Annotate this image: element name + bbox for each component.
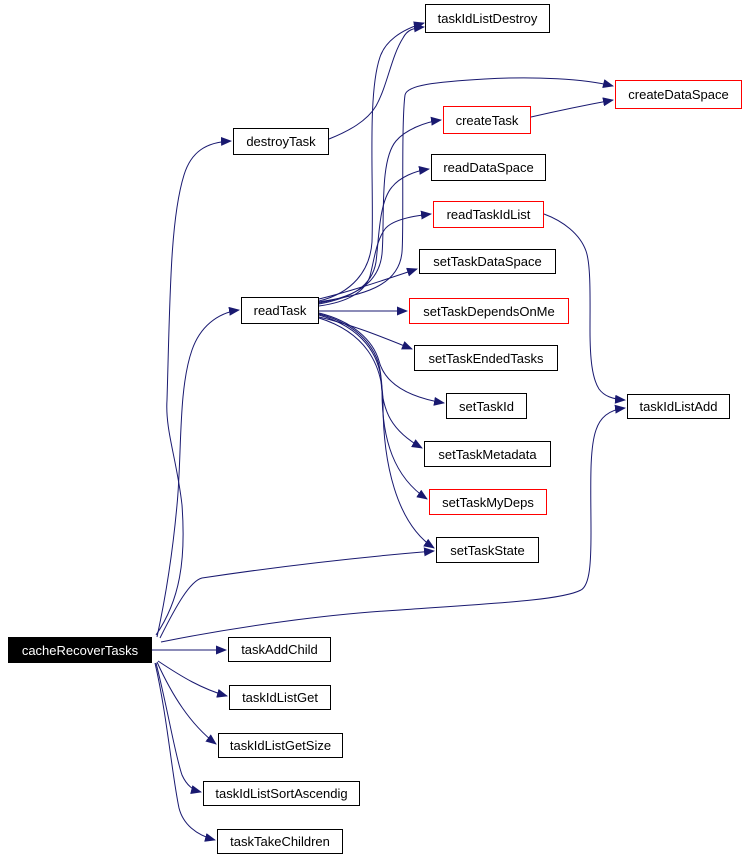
node-taskIdListDestroy[interactable]: taskIdListDestroy <box>425 4 550 33</box>
node-label: readTaskIdList <box>446 207 531 222</box>
node-label: readTask <box>253 303 307 318</box>
edge-cacheRecoverTasks-to-taskIdListGetSize <box>156 661 217 745</box>
node-label: setTaskEndedTasks <box>428 350 544 366</box>
node-label: taskIdListDestroy <box>437 11 538 26</box>
node-label: setTaskState <box>450 542 525 558</box>
edge-cacheRecoverTasks-to-taskIdListAdd <box>160 404 626 643</box>
node-taskAddChild[interactable]: taskAddChild <box>228 637 331 662</box>
node-label: createTask <box>455 112 519 128</box>
node-label: taskIdListSortAscendig <box>215 786 348 801</box>
node-label: setTaskDataSpace <box>433 254 542 269</box>
node-setTaskMyDeps[interactable]: setTaskMyDeps <box>429 489 547 515</box>
node-label: taskTakeChildren <box>230 834 330 849</box>
node-taskIdListSortAscendig[interactable]: taskIdListSortAscendig <box>203 781 360 806</box>
node-label: taskIdListGetSize <box>229 738 332 753</box>
edge-readTaskIdList-to-taskIdListAdd <box>543 213 626 404</box>
node-label: taskAddChild <box>241 642 318 657</box>
node-cacheRecoverTasks: cacheRecoverTasks <box>8 637 152 663</box>
node-createDataSpace[interactable]: createDataSpace <box>615 80 742 109</box>
node-label: taskIdListGet <box>242 690 318 705</box>
node-label: setTaskId <box>459 398 514 414</box>
node-setTaskDataSpace[interactable]: setTaskDataSpace <box>419 249 556 274</box>
node-destroyTask[interactable]: destroyTask <box>233 128 329 155</box>
node-readDataSpace[interactable]: readDataSpace <box>431 154 546 181</box>
edge-readTask-to-createDataSpace <box>318 77 614 303</box>
node-setTaskEndedTasks[interactable]: setTaskEndedTasks <box>414 345 558 371</box>
node-setTaskState[interactable]: setTaskState <box>436 537 539 563</box>
edge-readTask-to-setTaskMyDeps <box>318 314 428 500</box>
edge-readTask-to-setTaskState <box>318 317 435 549</box>
node-setTaskDependsOnMe[interactable]: setTaskDependsOnMe <box>409 298 569 324</box>
node-label: createDataSpace <box>628 87 729 102</box>
node-label: readDataSpace <box>443 160 534 175</box>
node-label: cacheRecoverTasks <box>21 642 139 658</box>
edge-cacheRecoverTasks-to-readTask <box>156 306 240 638</box>
edge-readTask-to-setTaskMetadata <box>318 313 423 449</box>
node-createTask[interactable]: createTask <box>443 106 531 134</box>
node-label: taskIdListAdd <box>639 399 718 414</box>
edge-readTask-to-createTask <box>318 116 442 304</box>
edge-readTask-to-taskIdListDestroy <box>318 21 425 302</box>
edge-readTask-to-setTaskEndedTasks <box>318 316 413 350</box>
node-taskIdListAdd[interactable]: taskIdListAdd <box>627 394 730 419</box>
node-label: setTaskMyDeps <box>442 494 534 510</box>
node-setTaskMetadata[interactable]: setTaskMetadata <box>424 441 551 467</box>
edge-cacheRecoverTasks-to-taskTakeChildren <box>154 662 216 842</box>
edge-readTask-to-setTaskId <box>318 312 445 406</box>
edge-cacheRecoverTasks-to-taskIdListGet <box>157 660 228 698</box>
edge-readTask-to-readDataSpace <box>318 165 430 305</box>
edge-createTask-to-createDataSpace <box>530 97 614 118</box>
edge-cacheRecoverTasks-to-setTaskState <box>159 547 435 639</box>
node-setTaskId[interactable]: setTaskId <box>446 393 527 419</box>
node-readTask[interactable]: readTask <box>241 297 319 324</box>
node-label: setTaskDependsOnMe <box>423 303 555 319</box>
edge-destroyTask-to-taskIdListDestroy <box>328 23 425 140</box>
edge-readTask-to-setTaskDataSpace <box>318 267 418 300</box>
node-readTaskIdList[interactable]: readTaskIdList <box>433 201 544 228</box>
node-label: setTaskMetadata <box>438 446 537 462</box>
node-label: destroyTask <box>246 134 316 149</box>
edge-readTask-to-readTaskIdList <box>318 210 432 307</box>
edge-cacheRecoverTasks-to-taskIdListSortAscendig <box>155 662 202 794</box>
edge-cacheRecoverTasks-to-destroyTask <box>155 136 232 636</box>
node-taskIdListGet[interactable]: taskIdListGet <box>229 685 331 710</box>
node-taskIdListGetSize[interactable]: taskIdListGetSize <box>218 733 343 758</box>
node-taskTakeChildren[interactable]: taskTakeChildren <box>217 829 343 854</box>
